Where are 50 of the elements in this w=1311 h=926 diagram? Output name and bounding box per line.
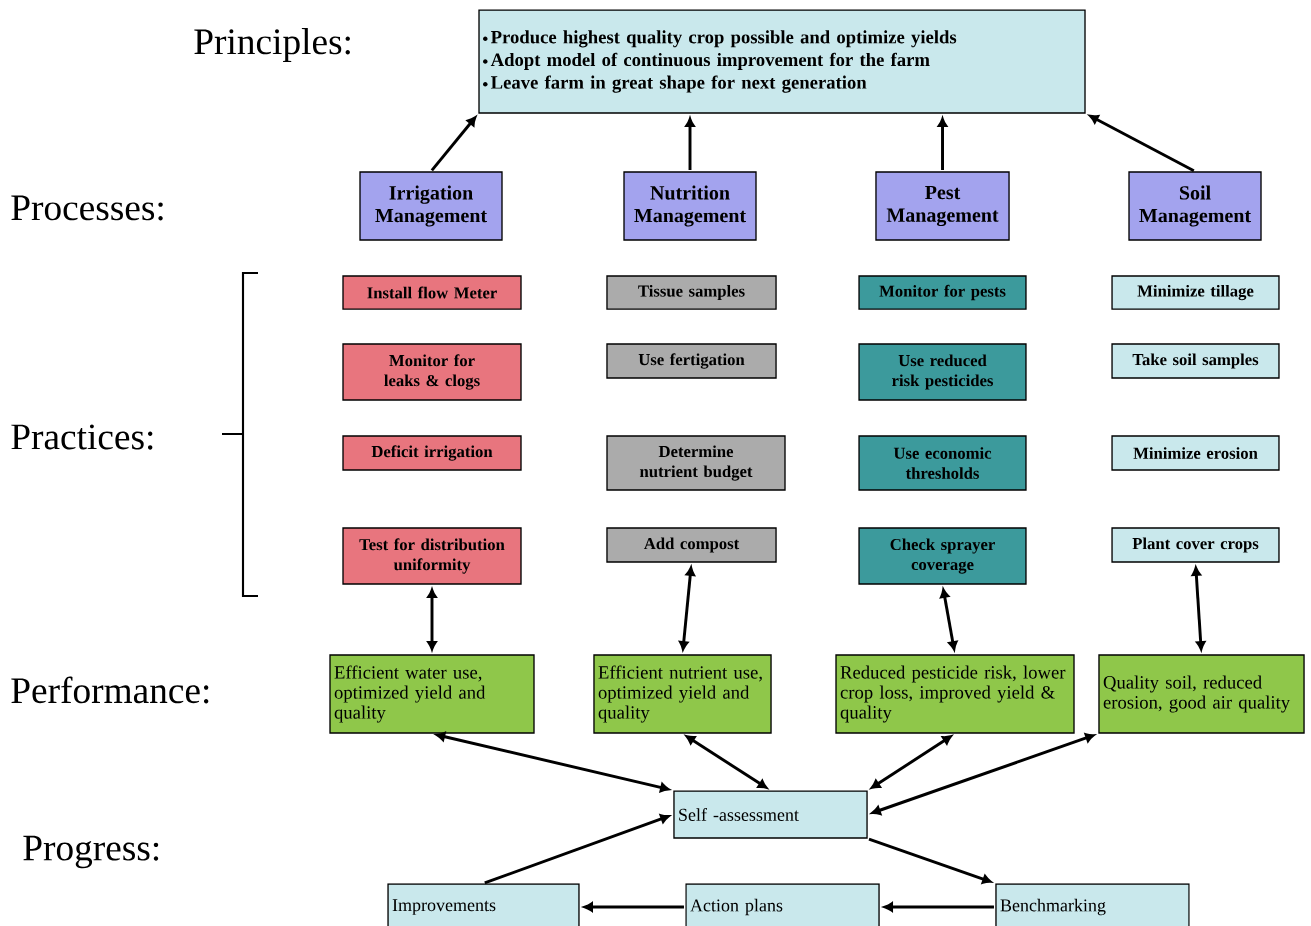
practice-box: Deficit irrigation <box>342 435 522 471</box>
progress-box: Action plans <box>685 883 880 926</box>
practice-box: Minimize erosion <box>1111 435 1280 471</box>
process-box: Soil Management <box>1128 171 1262 241</box>
row-label: Principles: <box>194 28 350 62</box>
practice-box: Monitor for leaks & clogs <box>342 343 522 401</box>
arrow <box>883 902 994 912</box>
arrow <box>427 588 437 651</box>
practice-box: Use fertigation <box>606 343 777 379</box>
row-label: Practices: <box>11 424 153 450</box>
arrow <box>1191 566 1206 651</box>
row-label: Processes: <box>11 195 163 221</box>
arrow <box>1089 114 1195 172</box>
practice-box: Check sprayer coverage <box>858 527 1027 585</box>
arrow <box>583 902 684 912</box>
practice-box: Use economic thresholds <box>858 435 1027 491</box>
practice-box: Minimize tillage <box>1111 275 1280 310</box>
practice-box: Tissue samples <box>606 275 777 310</box>
row-label: Progress: <box>23 835 159 869</box>
performance-box: Efficient nutrient use, optimized yield and quality <box>593 654 772 734</box>
progress-box: Benchmarking <box>995 883 1190 926</box>
arrow <box>678 566 696 651</box>
arrow <box>430 116 477 172</box>
practice-box: Determine nutrient budget <box>606 435 786 491</box>
process-box: Irrigation Management <box>359 171 503 241</box>
practice-box: Take soil samples <box>1111 343 1280 379</box>
arrow <box>937 117 948 170</box>
performance-box: Quality soil, reduced erosion, good air quality <box>1098 654 1305 734</box>
practice-box: Test for distribution uniformity <box>342 527 522 585</box>
progress-box: Self -assessment <box>673 790 868 839</box>
practice-box: Plant cover crops <box>1111 527 1280 563</box>
practice-box: Install flow Meter <box>342 275 522 310</box>
practice-box: Use reduced risk pesticides <box>858 343 1027 401</box>
row-label: Performance: <box>11 676 209 704</box>
arrow <box>435 731 670 793</box>
process-box: Nutrition Management <box>623 171 757 241</box>
process-box: Pest Management <box>875 171 1010 241</box>
performance-box: Efficient water use, optimized yield and quality <box>329 654 535 734</box>
principles-box: Produce highest quality crop possible and optimize yields Adopt model of continuous improvement for the farm Leave farm in great shape for next generation <box>478 9 1086 114</box>
performance-box: Reduced pesticide risk, lower crop loss, improved yield & quality <box>835 654 1075 734</box>
arrow <box>685 117 695 170</box>
arrow <box>939 588 958 651</box>
practice-box: Add compost <box>606 527 777 563</box>
progress-box: Improvements <box>387 883 580 926</box>
arrow <box>685 735 768 789</box>
arrow <box>868 837 992 884</box>
arrow <box>870 735 952 789</box>
arrow <box>871 733 1095 816</box>
practice-box: Monitor for pests <box>858 275 1027 310</box>
arrow <box>484 814 670 885</box>
